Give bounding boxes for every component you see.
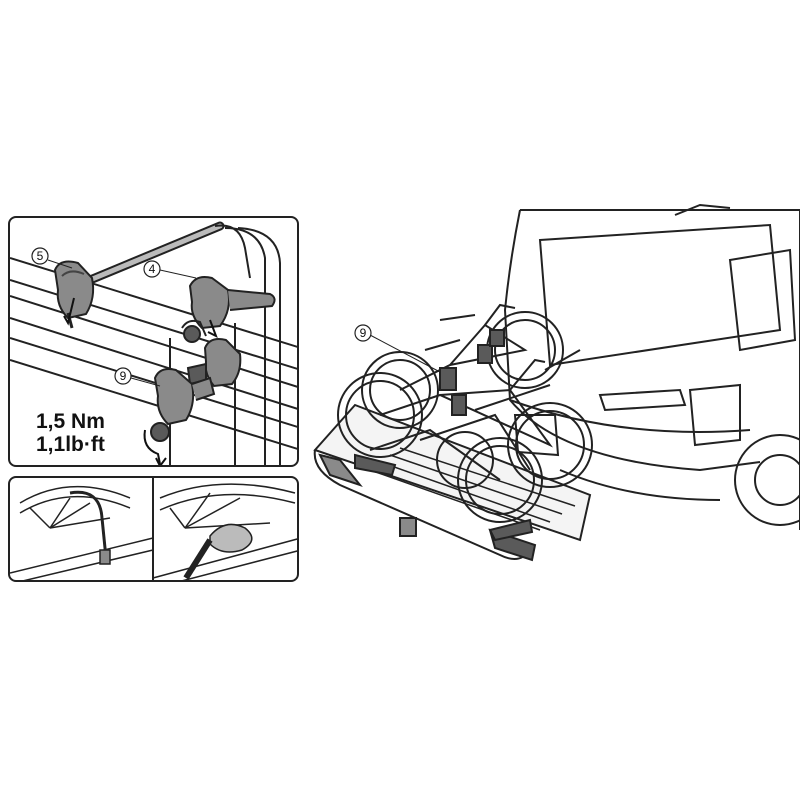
strap-open [10,485,154,580]
clamp-9 [143,368,216,465]
main-rack-illustration: 9 [313,203,800,562]
cross-bar [85,221,251,285]
main-callout-9: 9 [354,324,441,373]
callout-4: 4 [143,260,197,279]
callout-9: 9 [114,367,161,387]
clamp-5 [53,260,95,329]
bikes [337,303,593,542]
torque-imperial: 1,1lb·ft [36,433,105,456]
strap-detail-illustration [10,478,297,580]
torque-metric: 1,5 Nm [36,410,105,433]
car-rear [503,203,800,530]
callout-5: 5 [31,247,73,269]
callout-9-label: 9 [120,369,127,383]
callout-5-label: 5 [37,249,44,263]
strap-closed [152,483,297,580]
clamp-4 [181,276,276,343]
callout-4-label: 4 [149,262,156,276]
torque-spec: 1,5 Nm 1,1lb·ft [36,410,105,456]
clamp-detail-panel: 5 4 9 [8,216,299,467]
clamp-middle [186,338,242,388]
main-callout-9-label: 9 [360,326,367,340]
clamp-detail-illustration: 5 4 9 [10,221,297,465]
strap-detail-panel [8,476,299,582]
